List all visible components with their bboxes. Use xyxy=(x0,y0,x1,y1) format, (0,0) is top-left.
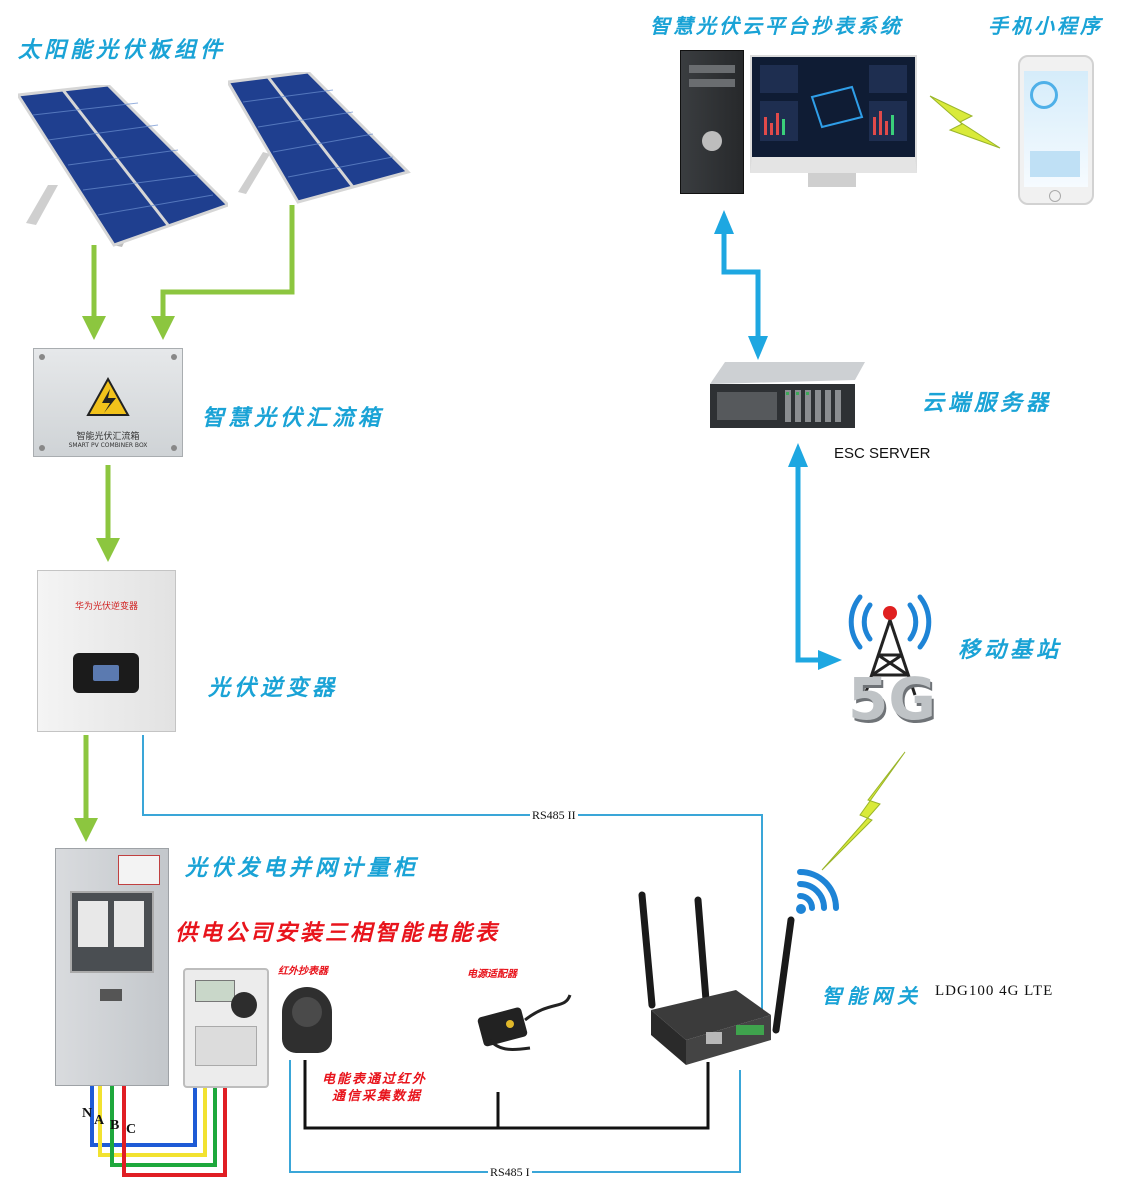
drive-bay xyxy=(689,65,735,73)
power-cable xyxy=(303,1060,710,1130)
phone-gauge-icon xyxy=(1030,81,1058,109)
meter-lcd xyxy=(195,980,235,1002)
cloud-server-device xyxy=(705,362,865,430)
solar-panels-label: 太阳能光伏板组件 xyxy=(18,38,227,63)
inverter-screen xyxy=(93,665,119,681)
server-name: ESC SERVER xyxy=(834,445,931,462)
combiner-plate-cn: 智能光伏汇流箱 xyxy=(76,432,140,442)
monitor-stand xyxy=(808,173,856,187)
power-adapter-device xyxy=(470,990,580,1055)
ir-note-line1: 电能表通过红外 xyxy=(322,1072,428,1087)
5g-text: 5G xyxy=(848,665,936,733)
phase-label-n: N xyxy=(82,1106,93,1121)
combiner-box-label: 智慧光伏汇流箱 xyxy=(202,406,385,431)
ir-note-line2: 通信采集数据 xyxy=(332,1089,423,1104)
three-phase-meter xyxy=(183,968,269,1088)
ir-reader-device xyxy=(282,987,332,1053)
power-adapter-label: 电源适配器 xyxy=(467,969,517,980)
monitor xyxy=(750,55,917,190)
phase-label-a: A xyxy=(94,1113,105,1128)
ir-reader-label: 红外抄表器 xyxy=(278,966,328,977)
gateway-model-label: LDG100 4G LTE xyxy=(935,983,1054,999)
phase-label-c: C xyxy=(126,1122,137,1137)
inverter-plate: 华为光伏逆变器 xyxy=(74,602,138,612)
meter-panel xyxy=(195,1026,257,1066)
mini-program-label: 手机小程序 xyxy=(988,14,1103,38)
phase-wires xyxy=(90,1085,227,1177)
monitor-screen xyxy=(750,55,917,173)
smartphone xyxy=(1018,55,1094,205)
utility-meter-label: 供电公司安装三相智能电能表 xyxy=(175,921,501,946)
combiner-plate-en: SMART PV COMBINER BOX xyxy=(68,442,148,449)
phone-home-button xyxy=(1049,190,1061,202)
rs485-1-label: RS485 I xyxy=(488,1165,532,1180)
solar-panel-right xyxy=(228,72,413,212)
lightning-icon xyxy=(929,95,1001,149)
cloud-server-label: 云端服务器 xyxy=(922,391,1053,416)
solar-panel-left xyxy=(18,85,228,250)
meter-small xyxy=(114,901,144,947)
meter-ir-reader-disc xyxy=(231,992,257,1018)
gateway-label: 智能网关 xyxy=(822,984,922,1008)
lightning-icon xyxy=(821,751,906,871)
base-station-label: 移动基站 xyxy=(958,638,1063,663)
ir-reader-lens xyxy=(292,997,322,1027)
cabinet-handle xyxy=(100,989,122,1001)
cabinet-window xyxy=(70,891,154,973)
pc-tower xyxy=(680,50,744,194)
5g-tower-icon: 5G xyxy=(840,585,945,740)
phone-chart xyxy=(1030,151,1080,177)
cloud-platform-label: 智慧光伏云平台抄表系统 xyxy=(650,14,903,38)
inverter-display xyxy=(73,653,139,693)
metering-cabinet-label: 光伏发电并网计量柜 xyxy=(185,856,420,881)
phone-screen xyxy=(1024,71,1088,187)
green-flow-arrows xyxy=(83,205,295,820)
drive-bay xyxy=(689,79,735,87)
inverter-label: 光伏逆变器 xyxy=(208,676,339,701)
metering-cabinet xyxy=(55,848,169,1086)
meter-small xyxy=(78,901,108,947)
rs485-2-label: RS485 II xyxy=(530,808,578,823)
dell-logo-icon xyxy=(702,131,722,151)
gateway-device xyxy=(636,890,796,1070)
wifi-dot xyxy=(796,904,806,914)
combiner-box: 智能光伏汇流箱 SMART PV COMBINER BOX xyxy=(33,348,183,457)
cabinet-label-plate xyxy=(118,855,160,885)
blue-link-arrows xyxy=(721,232,820,663)
wifi-signal-icon xyxy=(797,869,839,911)
inverter: 华为光伏逆变器 xyxy=(37,570,176,732)
phase-label-b: B xyxy=(110,1118,120,1133)
